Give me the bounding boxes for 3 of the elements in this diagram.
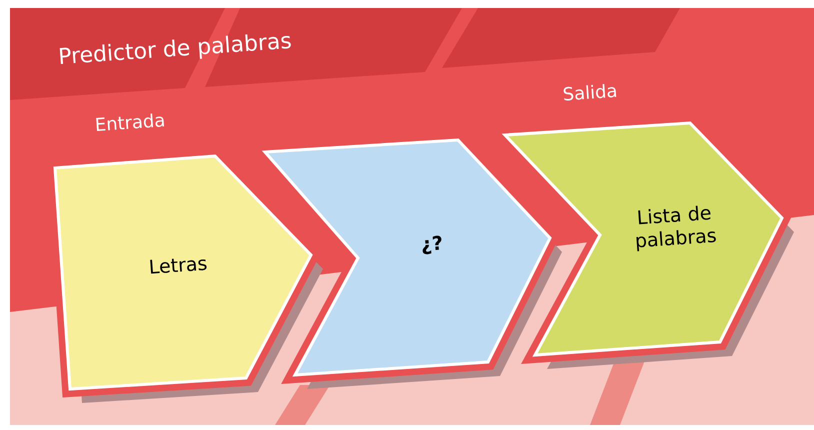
- title: Predictor de palabras: [60, 34, 291, 64]
- stage-label: Salida: [564, 84, 616, 100]
- stage-label: Entrada: [96, 114, 164, 131]
